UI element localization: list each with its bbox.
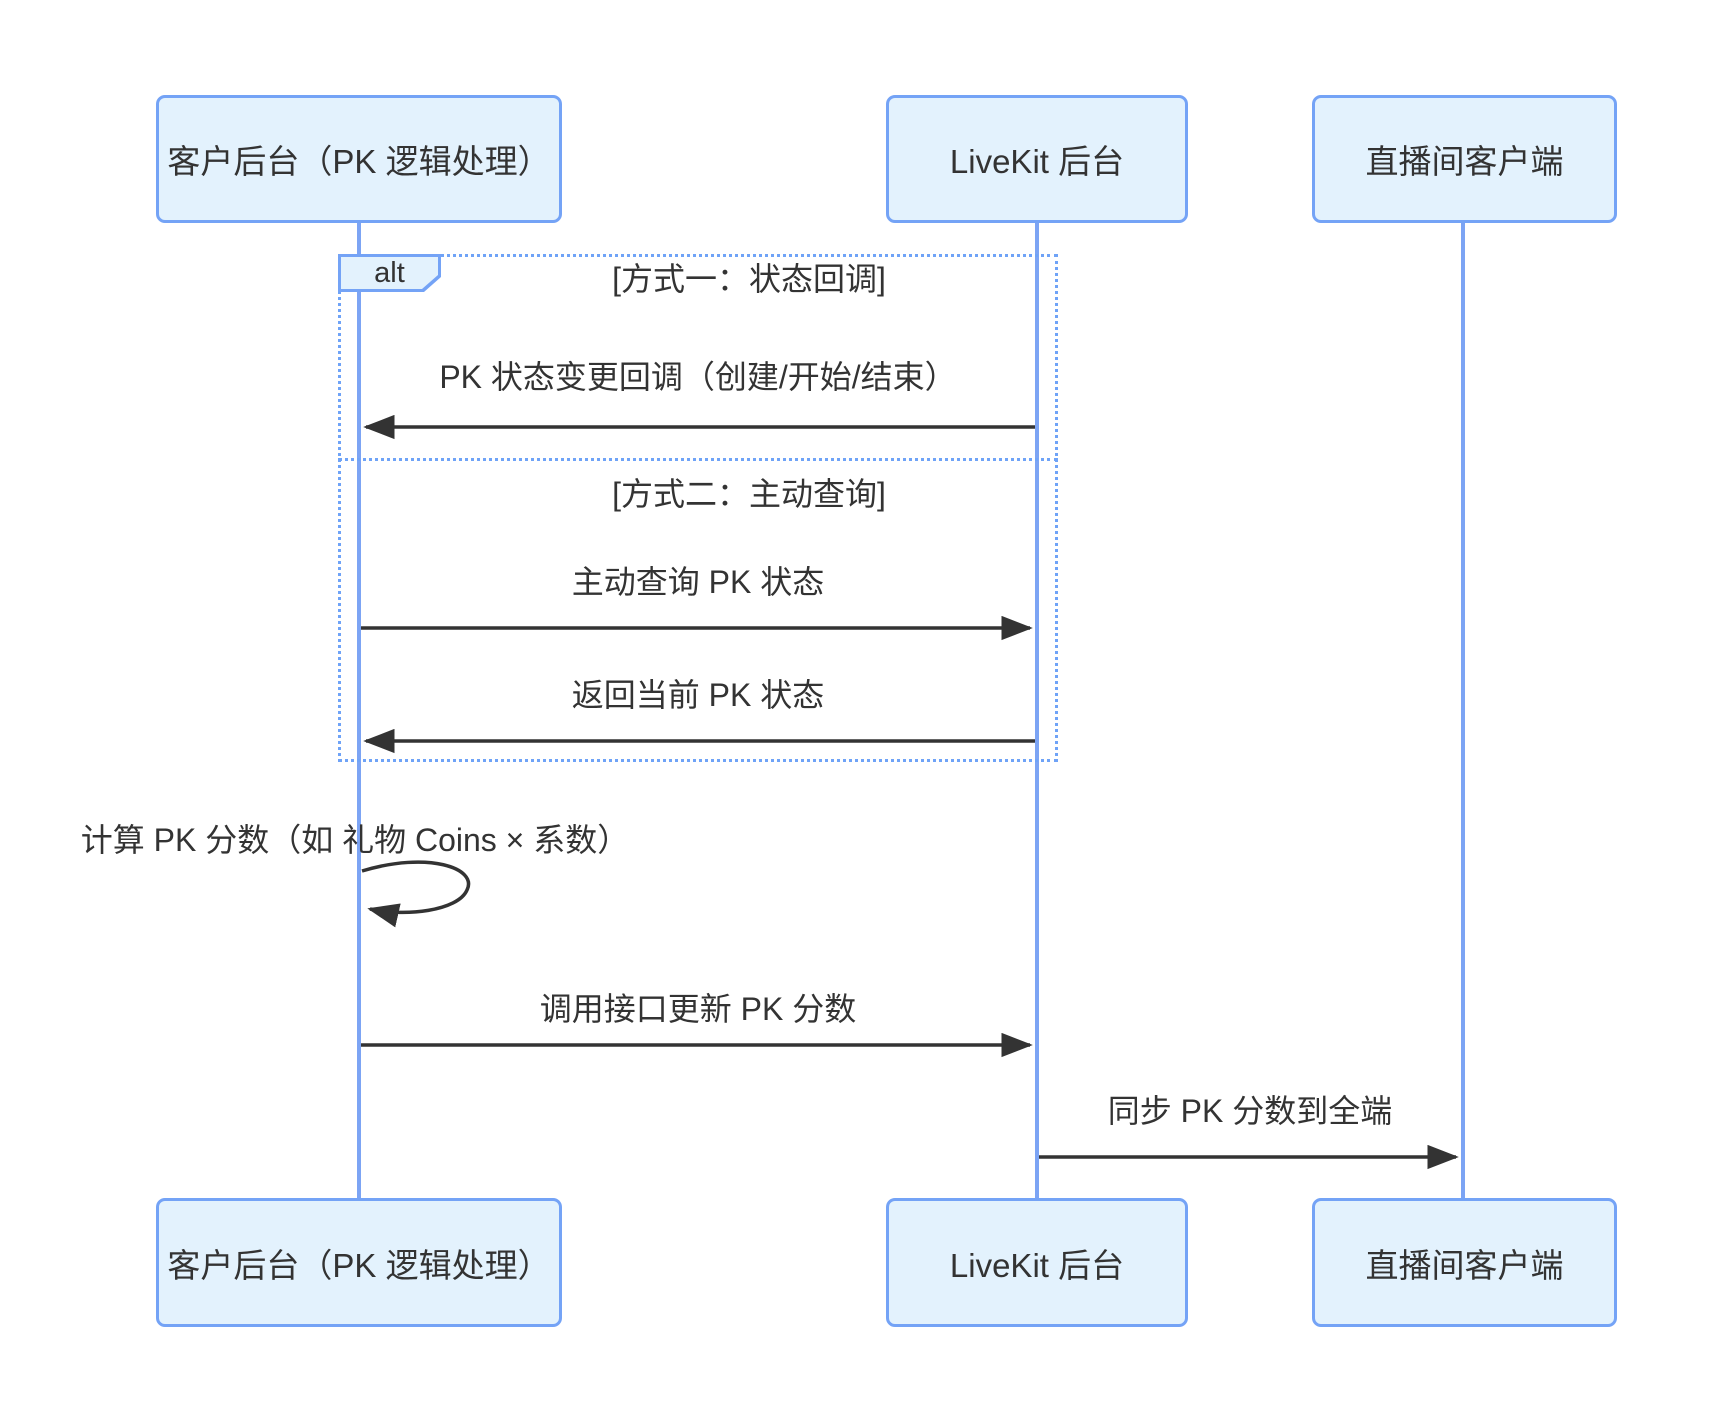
alt-section-divider <box>338 458 1058 461</box>
actor-top-live-room-client: 直播间客户端 <box>1312 95 1617 223</box>
alt-keyword-label: alt <box>341 257 438 289</box>
message-2-label: 主动查询 PK 状态 <box>571 564 825 600</box>
alt-section-2-title: [方式二：主动查询] <box>612 476 886 512</box>
message-5-label: 调用接口更新 PK 分数 <box>539 991 857 1027</box>
alt-frame <box>338 254 1058 762</box>
message-1-label: PK 状态变更回调（创建/开始/结束） <box>439 359 957 395</box>
actor-label: 客户后台（PK 逻辑处理） <box>167 1246 551 1284</box>
actor-bottom-live-room-client: 直播间客户端 <box>1312 1198 1617 1327</box>
message-6-label: 同步 PK 分数到全端 <box>1107 1093 1393 1129</box>
alt-keyword-box: alt <box>338 254 441 292</box>
actor-label: LiveKit 后台 <box>949 1246 1125 1284</box>
actor-bottom-livekit-backend: LiveKit 后台 <box>886 1198 1188 1327</box>
actor-top-customer-backend: 客户后台（PK 逻辑处理） <box>156 95 562 223</box>
alt-section-1-title: [方式一：状态回调] <box>612 261 886 297</box>
actor-label: LiveKit 后台 <box>949 143 1125 180</box>
actor-label: 直播间客户端 <box>1365 143 1564 180</box>
self-message-label: 计算 PK 分数（如 礼物 Coins × 系数） <box>80 822 630 858</box>
actor-top-livekit-backend: LiveKit 后台 <box>886 95 1188 223</box>
lifeline-live-room-client <box>1461 223 1465 1198</box>
lifeline-customer-backend <box>357 223 361 1198</box>
actor-label: 客户后台（PK 逻辑处理） <box>167 143 551 180</box>
lifeline-livekit-backend <box>1035 223 1039 1198</box>
actor-label: 直播间客户端 <box>1365 1246 1564 1284</box>
actor-bottom-customer-backend: 客户后台（PK 逻辑处理） <box>156 1198 562 1327</box>
message-3-label: 返回当前 PK 状态 <box>571 677 825 713</box>
self-message-loop-arrow <box>361 860 471 928</box>
